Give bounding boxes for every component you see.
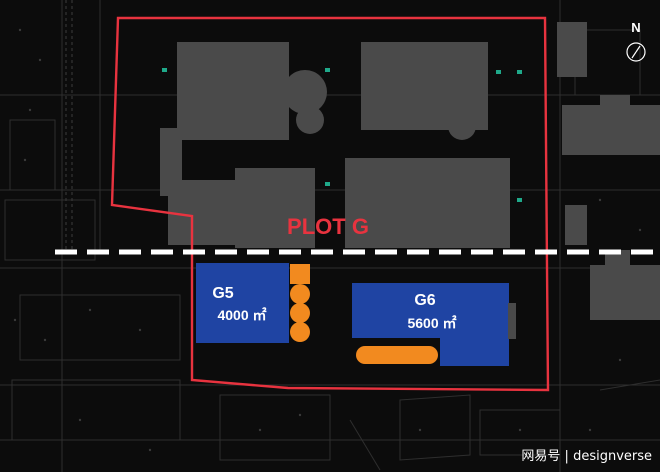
g6-orange-canopy: [356, 346, 438, 364]
block-g5-footprint: [196, 263, 289, 343]
block-g5-area: 4000 ㎡: [217, 307, 266, 323]
g5-orange-elements: [290, 264, 310, 342]
block-g6-footprint: [352, 283, 509, 366]
compass-label: N: [631, 20, 640, 35]
green-markers: [162, 68, 522, 202]
plot-buildings: [160, 42, 510, 248]
block-g5[interactable]: G5 4000 ㎡: [196, 263, 289, 343]
block-g6-name: G6: [414, 292, 435, 309]
plot-outline: [110, 16, 550, 392]
block-g6-area: 5600 ㎡: [407, 315, 456, 331]
block-g5-name: G5: [212, 285, 233, 302]
block-g6-annex: [508, 303, 516, 339]
context-buildings: [557, 22, 660, 320]
north-compass: N: [626, 20, 646, 62]
block-g6[interactable]: G6 5600 ㎡: [352, 283, 516, 366]
watermark: 网易号 | designverse: [521, 449, 652, 464]
plot-label: PLOT G: [287, 214, 369, 239]
rail-track: [65, 0, 73, 250]
compass-icon: [626, 42, 646, 62]
